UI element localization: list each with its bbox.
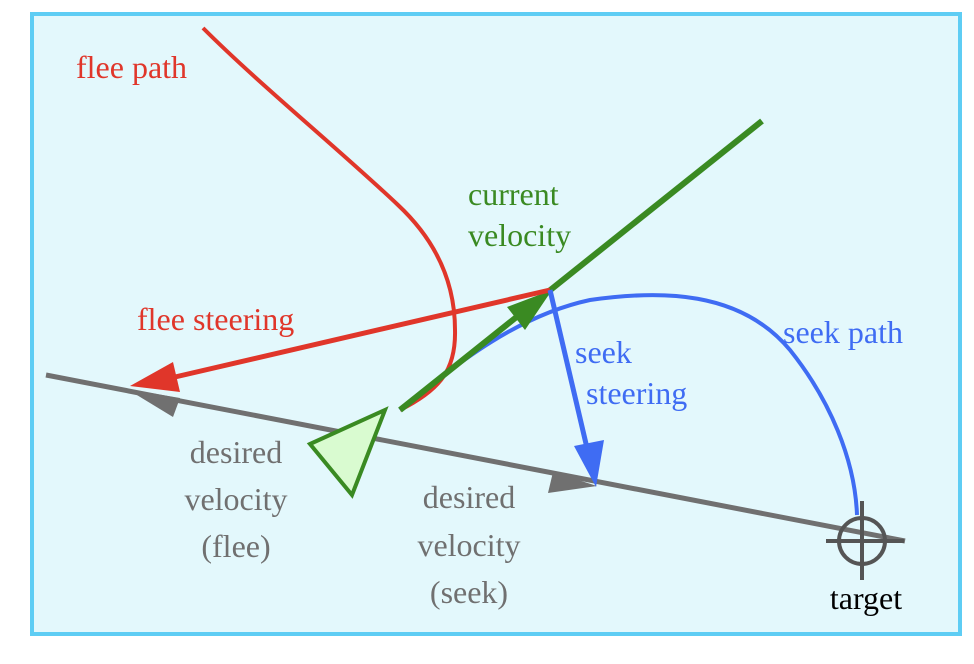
vehicle-triangle bbox=[306, 406, 389, 499]
seek-path-curve bbox=[398, 293, 859, 516]
target-label: target bbox=[830, 580, 902, 616]
desired-velocity-line bbox=[45, 372, 906, 544]
flee-steering-line bbox=[174, 287, 551, 380]
desired-velocity-flee-label-line3: (flee) bbox=[201, 528, 270, 564]
current-velocity-arrowhead bbox=[507, 290, 552, 330]
seek-steering-arrowhead bbox=[574, 440, 604, 487]
desired-velocity-seek-arrowhead bbox=[548, 472, 597, 493]
current-velocity-label-line2: velocity bbox=[468, 217, 571, 253]
current-velocity-label-line1: current bbox=[468, 176, 559, 212]
desired-velocity-seek-label-line2: velocity bbox=[417, 527, 520, 563]
desired-velocity-flee-label-line1: desired bbox=[190, 434, 282, 470]
desired-velocity-seek-label-line3: (seek) bbox=[430, 574, 508, 610]
seek-steering-label-line2: steering bbox=[586, 375, 687, 411]
seek-path-label: seek path bbox=[783, 314, 903, 350]
seek-steering-line bbox=[547, 289, 590, 449]
desired-velocity-seek-label-line1: desired bbox=[423, 479, 515, 515]
flee-steering-label: flee steering bbox=[137, 301, 294, 337]
diagram-background bbox=[30, 12, 962, 636]
flee-path-label: flee path bbox=[76, 49, 187, 85]
target-icon bbox=[826, 501, 904, 580]
flee-steering-arrowhead bbox=[130, 362, 180, 392]
desired-velocity-flee-label-line2: velocity bbox=[184, 481, 287, 517]
current-velocity-line bbox=[398, 118, 764, 413]
seek-steering-label-line1: seek bbox=[575, 334, 632, 370]
desired-velocity-flee-arrowhead bbox=[127, 389, 180, 417]
